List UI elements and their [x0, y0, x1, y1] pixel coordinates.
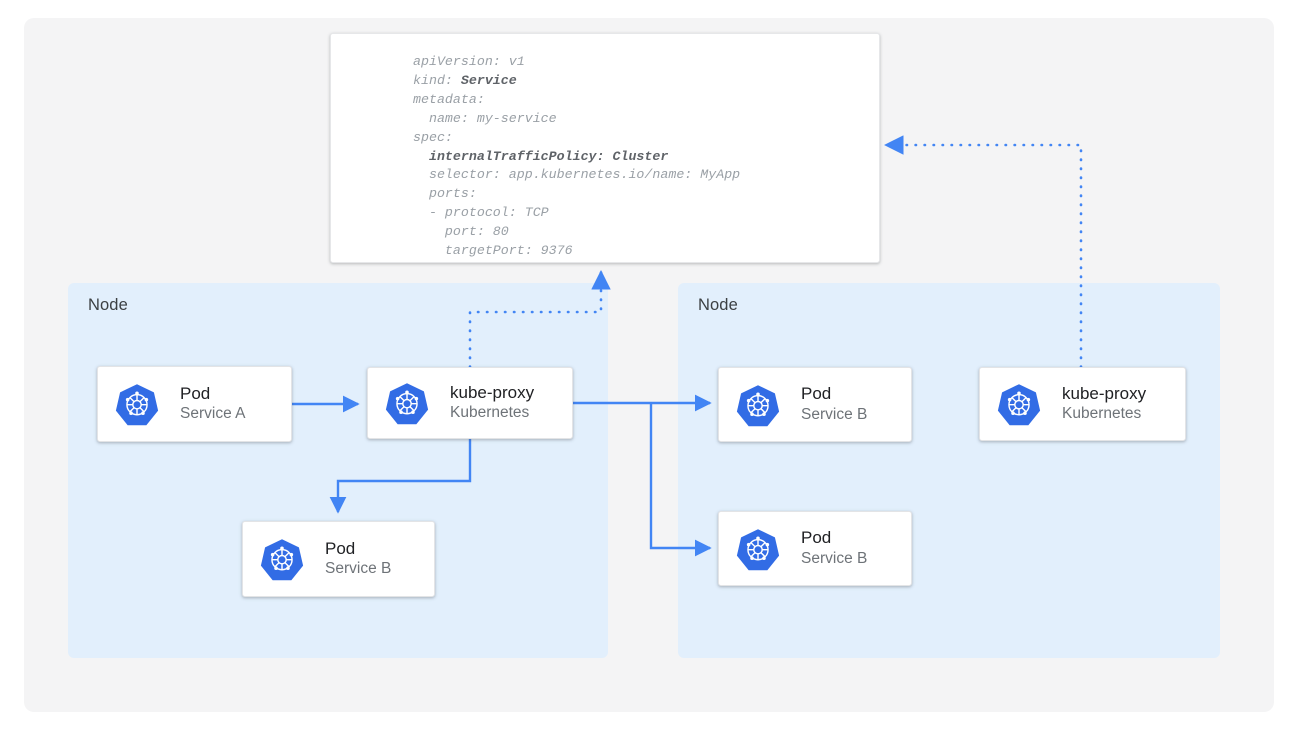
- card-title: Pod: [180, 383, 211, 403]
- yaml-line-api-version: apiVersion: v1: [413, 54, 525, 69]
- yaml-line-port: port: 80: [444, 224, 509, 240]
- node-group-left: Node: [68, 283, 608, 658]
- card-title: Pod: [801, 528, 832, 548]
- card-subtitle: Service B: [801, 549, 868, 567]
- yaml-line-target-port: targetPort: 9376: [444, 243, 573, 259]
- node-left-label: Node: [88, 296, 128, 314]
- kubernetes-icon: [115, 382, 159, 426]
- card-pod-service-b-remote-1[interactable]: Pod Service B: [718, 367, 912, 442]
- card-title: Pod: [325, 538, 356, 558]
- service-manifest-code: apiVersion: v1 kind: Service metadata: n…: [331, 34, 879, 261]
- yaml-line-internal-traffic-policy: internalTrafficPolicy: Cluster: [428, 148, 669, 164]
- card-pod-service-b-local-text: Pod Service B: [325, 539, 391, 580]
- card-title: kube-proxy: [1062, 383, 1147, 403]
- yaml-line-kind-value: Service: [460, 72, 517, 88]
- card-subtitle: Service B: [325, 560, 392, 578]
- node-group-right: Node: [678, 283, 1220, 658]
- yaml-line-selector: selector: app.kubernetes.io/name: MyApp: [428, 167, 741, 183]
- card-pod-service-b-remote-2[interactable]: Pod Service B: [718, 511, 912, 586]
- card-kube-proxy-right[interactable]: kube-proxy Kubernetes: [979, 367, 1186, 441]
- card-pod-service-b-remote-2-text: Pod Service B: [801, 528, 867, 569]
- yaml-line-ports: ports:: [428, 186, 477, 202]
- card-subtitle: Kubernetes: [1062, 405, 1142, 423]
- card-kube-proxy-left-text: kube-proxy Kubernetes: [450, 383, 534, 424]
- yaml-line-metadata: metadata:: [413, 91, 485, 107]
- card-kube-proxy-right-text: kube-proxy Kubernetes: [1062, 384, 1146, 425]
- card-pod-service-a[interactable]: Pod Service A: [97, 366, 292, 442]
- kubernetes-icon: [385, 381, 429, 425]
- yaml-line-protocol: - protocol: TCP: [428, 205, 549, 221]
- card-kube-proxy-left[interactable]: kube-proxy Kubernetes: [367, 367, 573, 439]
- card-title: Pod: [801, 384, 832, 404]
- kubernetes-icon: [736, 527, 780, 571]
- service-manifest-panel: apiVersion: v1 kind: Service metadata: n…: [330, 33, 880, 263]
- node-right-label: Node: [698, 296, 738, 314]
- card-subtitle: Service B: [801, 405, 868, 423]
- card-title: kube-proxy: [450, 382, 535, 402]
- card-subtitle: Service A: [180, 405, 246, 423]
- card-pod-service-b-remote-1-text: Pod Service B: [801, 384, 867, 425]
- yaml-line-metadata-name: name: my-service: [428, 110, 557, 126]
- yaml-line-spec: spec:: [413, 129, 453, 145]
- kubernetes-icon: [260, 537, 304, 581]
- card-pod-service-b-local[interactable]: Pod Service B: [242, 521, 435, 597]
- kubernetes-icon: [997, 382, 1041, 426]
- card-subtitle: Kubernetes: [450, 404, 530, 422]
- yaml-line-kind-key: kind:: [413, 72, 461, 88]
- kubernetes-icon: [736, 383, 780, 427]
- card-pod-service-a-text: Pod Service A: [180, 384, 245, 425]
